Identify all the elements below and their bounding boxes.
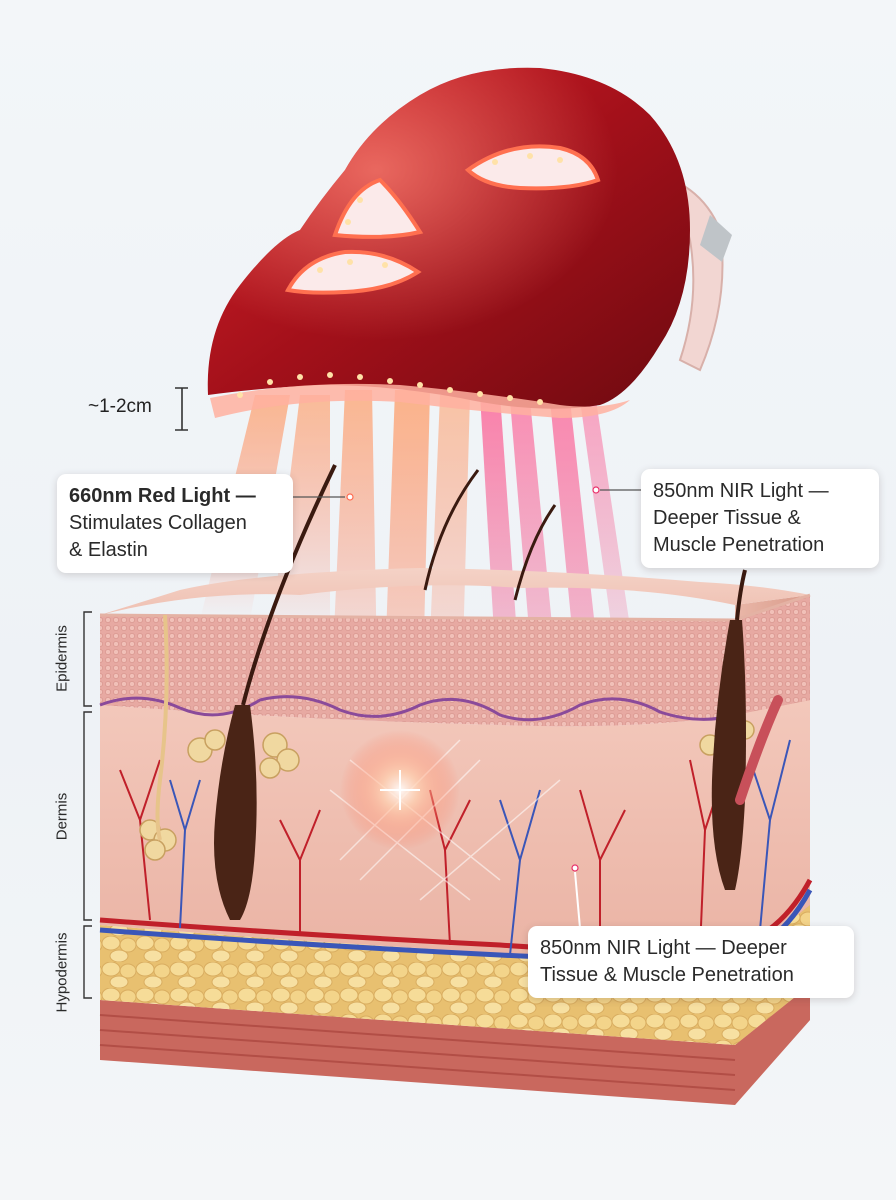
nir-top-title: 850nm NIR Light — (653, 480, 829, 502)
layer-brackets (83, 611, 92, 999)
callout-red-light: 660nm Red Light — Stimulates Collagen & … (57, 474, 293, 573)
nir-top-desc-2: Muscle Penetration (653, 534, 825, 556)
nir-bottom-line-2: Tissue & Muscle Penetration (540, 964, 794, 986)
mask-eye-left (332, 177, 424, 239)
layer-label-hypodermis: Hypodermis (53, 932, 71, 1013)
distance-label: ~1-2cm (88, 396, 152, 417)
red-light-desc-1: Stimulates Collagen (69, 512, 247, 534)
distance-bracket (175, 387, 188, 431)
callout-nir-light-top: 850nm NIR Light — Deeper Tissue & Muscle… (641, 469, 879, 568)
led-face-mask (207, 67, 732, 418)
layer-label-epidermis: Epidermis (53, 625, 71, 692)
red-light-title: 660nm Red Light — (69, 485, 256, 507)
nir-bottom-line-1: 850nm NIR Light — Deeper (540, 937, 787, 959)
red-light-desc-2: & Elastin (69, 539, 148, 561)
callout-nir-light-bottom: 850nm NIR Light — Deeper Tissue & Muscle… (528, 926, 854, 998)
mask-eye-right (464, 144, 601, 191)
layer-label-dermis: Dermis (53, 792, 71, 841)
nir-top-desc-1: Deeper Tissue & (653, 507, 801, 529)
